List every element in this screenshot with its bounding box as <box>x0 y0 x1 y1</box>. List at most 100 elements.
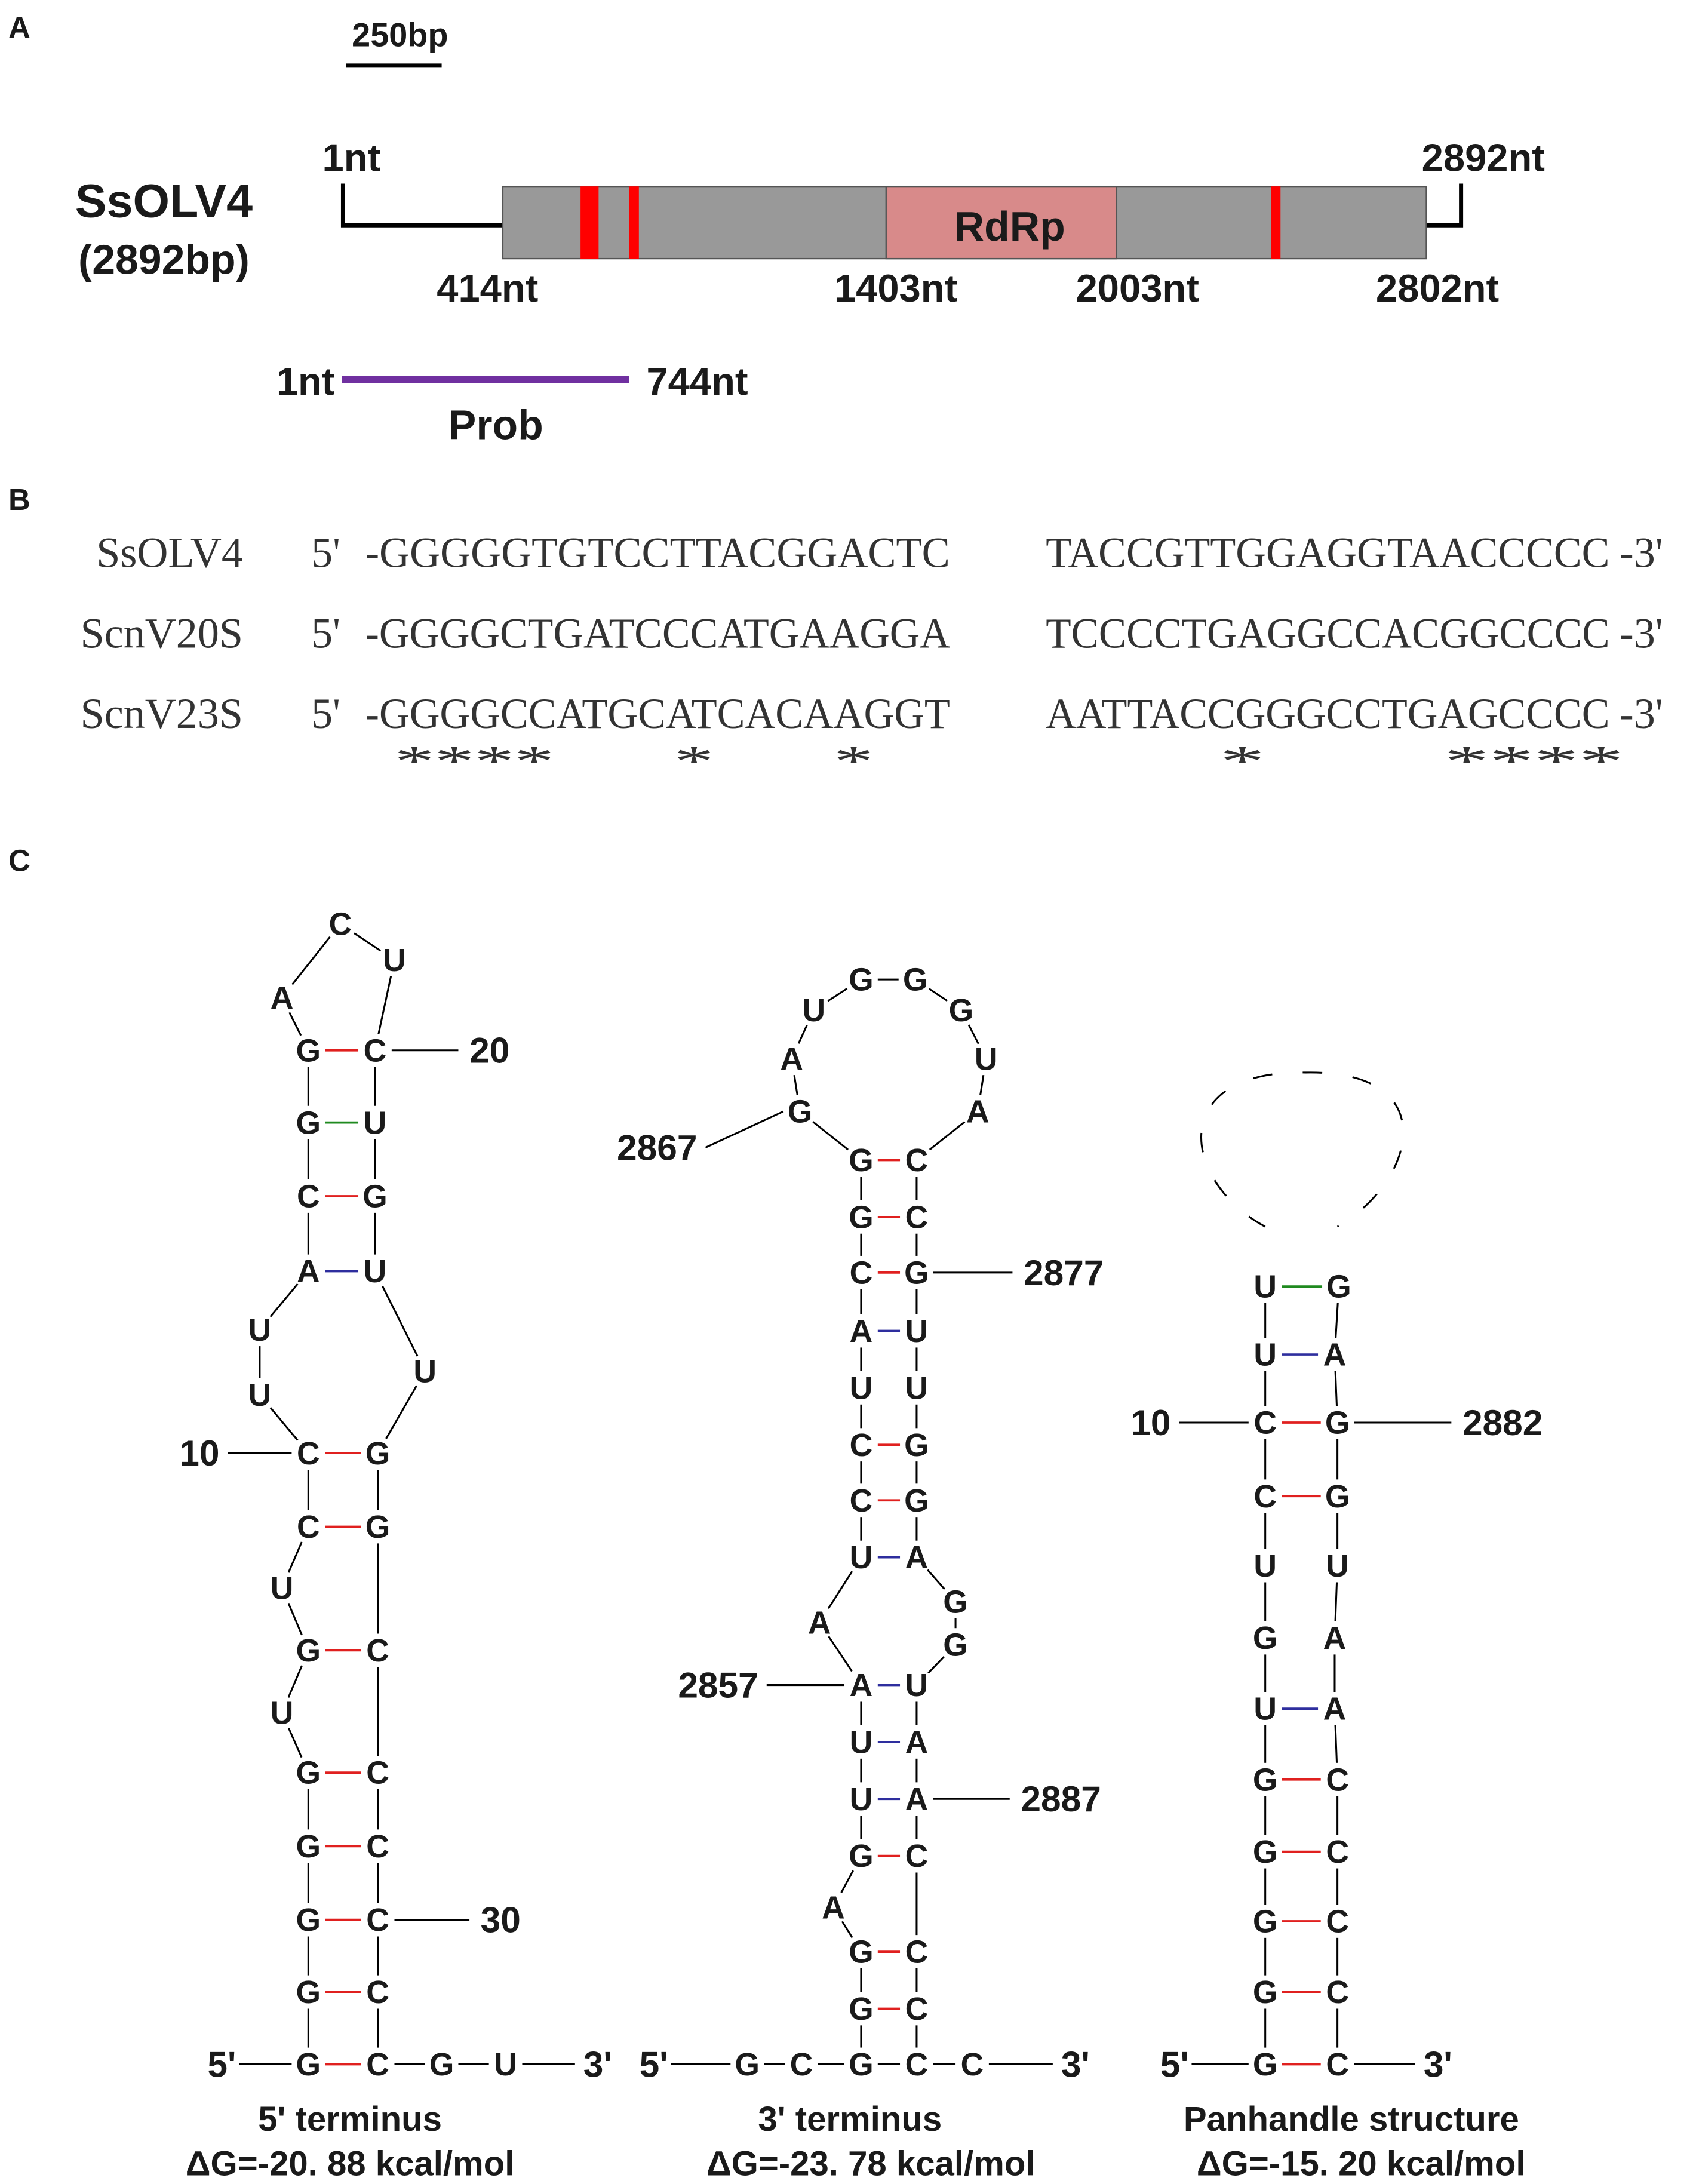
sequence-name: ScnV23S <box>81 690 243 738</box>
nucleotide-c: C <box>366 1903 389 1938</box>
nucleotide-c: C <box>1253 1479 1277 1515</box>
nucleotide-a: A <box>850 1668 873 1703</box>
nucleotide-a: A <box>1323 1621 1347 1656</box>
nucleotide-c: C <box>1326 1835 1349 1870</box>
nucleotide-g: G <box>849 963 874 998</box>
nucleotide-a: A <box>822 1890 845 1925</box>
backbone-link <box>385 1385 418 1439</box>
five-prime-end: 5' <box>1160 2044 1189 2084</box>
backbone-link <box>269 1283 299 1317</box>
nucleotide-u: U <box>850 1540 873 1575</box>
nucleotide-c: C <box>1326 1975 1349 2010</box>
nucleotide-u: U <box>850 1725 873 1761</box>
nucleotide-c: C <box>328 907 352 942</box>
nucleotide-u: U <box>271 1571 294 1606</box>
nucleotide-g: G <box>296 1105 321 1141</box>
prime-3: -3' <box>1620 609 1663 657</box>
backbone-link <box>287 1665 303 1698</box>
probe-label: Prob <box>448 401 543 448</box>
nucleotide-g: G <box>788 1095 813 1130</box>
five-prime-end: 5' <box>207 2044 236 2084</box>
backbone-link <box>927 1656 945 1674</box>
position-label: 10 <box>179 1433 219 1473</box>
nucleotide-g: G <box>849 1935 874 1970</box>
nucleotide-c: C <box>1326 1905 1349 1940</box>
nucleotide-g: G <box>296 1633 321 1669</box>
backbone-link <box>382 1285 419 1357</box>
nucleotide-g: G <box>296 1033 321 1068</box>
structure-caption: 3' terminus <box>758 2100 942 2139</box>
nucleotide-c: C <box>905 1839 929 1874</box>
sequence-5-terminus: -GGGGCCATGCATCACAAGGT <box>365 690 950 738</box>
nucleotide-c: C <box>850 1483 873 1519</box>
nucleotide-a: A <box>780 1042 803 1077</box>
sequence-5-terminus: -GGGGCTGATCCCATGAAGGA <box>365 609 950 657</box>
nucleotide-u: U <box>364 1254 387 1289</box>
rdrp-domain-box <box>885 185 1118 260</box>
nucleotide-g: G <box>903 963 928 998</box>
motif-marker-3 <box>1270 186 1281 259</box>
structure-energy: ΔG=-15. 20 kcal/mol <box>1197 2145 1526 2183</box>
panel-label-a: A <box>8 10 30 44</box>
probe-start-label: 1nt <box>276 360 335 403</box>
alignment-row-ssolv4: SsOLV4 5' -GGGGGTGTCCTTACGGACTC TACCGTTG… <box>96 529 1663 576</box>
alignment-row-scnv23s: ScnV23S 5' -GGGGCCATGCATCACAAGGT AATTACC… <box>81 690 1663 738</box>
structure-energy: ΔG=-20. 88 kcal/mol <box>186 2145 515 2183</box>
nucleotide-a: A <box>905 1540 929 1575</box>
nucleotide-c: C <box>905 1143 929 1178</box>
sequence-3-terminus: TACCGTTGGAGGTAACCCCC <box>1046 529 1609 576</box>
nucleotide-g: G <box>365 1436 391 1472</box>
backbone-link <box>1334 1371 1338 1406</box>
nucleotide-g: G <box>296 1756 321 1791</box>
sequence-3-terminus: TCCCCTGAGGCCACGGCCCC <box>1046 609 1609 657</box>
nucleotide-c: C <box>366 2047 389 2082</box>
backbone-link <box>793 1075 798 1095</box>
backbone-link <box>840 1870 854 1893</box>
nucleotide-a: A <box>905 1782 929 1817</box>
nucleotide-g: G <box>904 1483 929 1519</box>
three-prime-end: 3' <box>1061 2044 1090 2084</box>
position-label: 30 <box>481 1900 521 1940</box>
nucleotide-g: G <box>904 1428 929 1463</box>
backbone-link <box>929 988 948 1002</box>
structure-3-terminus: 3' terminus ΔG=-23. 78 kcal/mol 28672877… <box>617 963 1104 2183</box>
conserved-marks-5: **** * * <box>394 737 873 785</box>
alignment-row-scnv20s: ScnV20S 5' -GGGGCTGATCCCATGAAGGA TCCCCTG… <box>81 609 1663 657</box>
nucleotide-g: G <box>849 1992 874 2027</box>
sequence-name: SsOLV4 <box>96 529 243 576</box>
nucleotide-g: G <box>429 2047 454 2082</box>
nucleotide-c: C <box>961 2047 984 2082</box>
nucleotide-g: G <box>365 1510 391 1545</box>
backbone-link <box>291 936 331 985</box>
orf-end-label: 2802nt <box>1376 266 1499 310</box>
nucleotide-g: G <box>1325 1406 1350 1441</box>
prime-5: 5' <box>311 529 340 576</box>
nucleotide-u: U <box>1253 1338 1277 1373</box>
nucleotide-a: A <box>808 1606 831 1641</box>
rdrp-end-label: 2003nt <box>1076 266 1199 310</box>
virus-name: SsOLV4 <box>75 174 253 227</box>
nucleotide-g: G <box>1325 1479 1350 1515</box>
nucleotide-a: A <box>297 1254 320 1289</box>
nucleotide-u: U <box>1326 1549 1349 1584</box>
nucleotide-c: C <box>1253 1406 1277 1441</box>
nucleotide-u: U <box>905 1668 929 1703</box>
backbone-link <box>827 988 848 1002</box>
scale-bar: 250bp <box>346 16 448 68</box>
nucleotide-g: G <box>849 2047 874 2082</box>
position-label: 10 <box>1130 1402 1170 1443</box>
rdrp-start-label: 1403nt <box>834 266 957 310</box>
nucleotide-g: G <box>1253 1905 1278 1940</box>
position-label: 2877 <box>1024 1252 1104 1293</box>
structure-caption: 5' terminus <box>258 2100 442 2139</box>
position-leader-line <box>705 1110 784 1148</box>
prime-5: 5' <box>311 690 340 738</box>
backbone-link <box>287 1602 303 1636</box>
nucleotide-a: A <box>271 981 294 1016</box>
nucleotide-a: A <box>905 1725 929 1761</box>
unpaired-loop-dashed <box>1200 1071 1405 1228</box>
nucleotide-g: G <box>296 1903 321 1938</box>
nucleotide-c: C <box>366 1756 389 1791</box>
nucleotide-c: C <box>297 1510 320 1545</box>
nucleotide-u: U <box>383 943 406 978</box>
